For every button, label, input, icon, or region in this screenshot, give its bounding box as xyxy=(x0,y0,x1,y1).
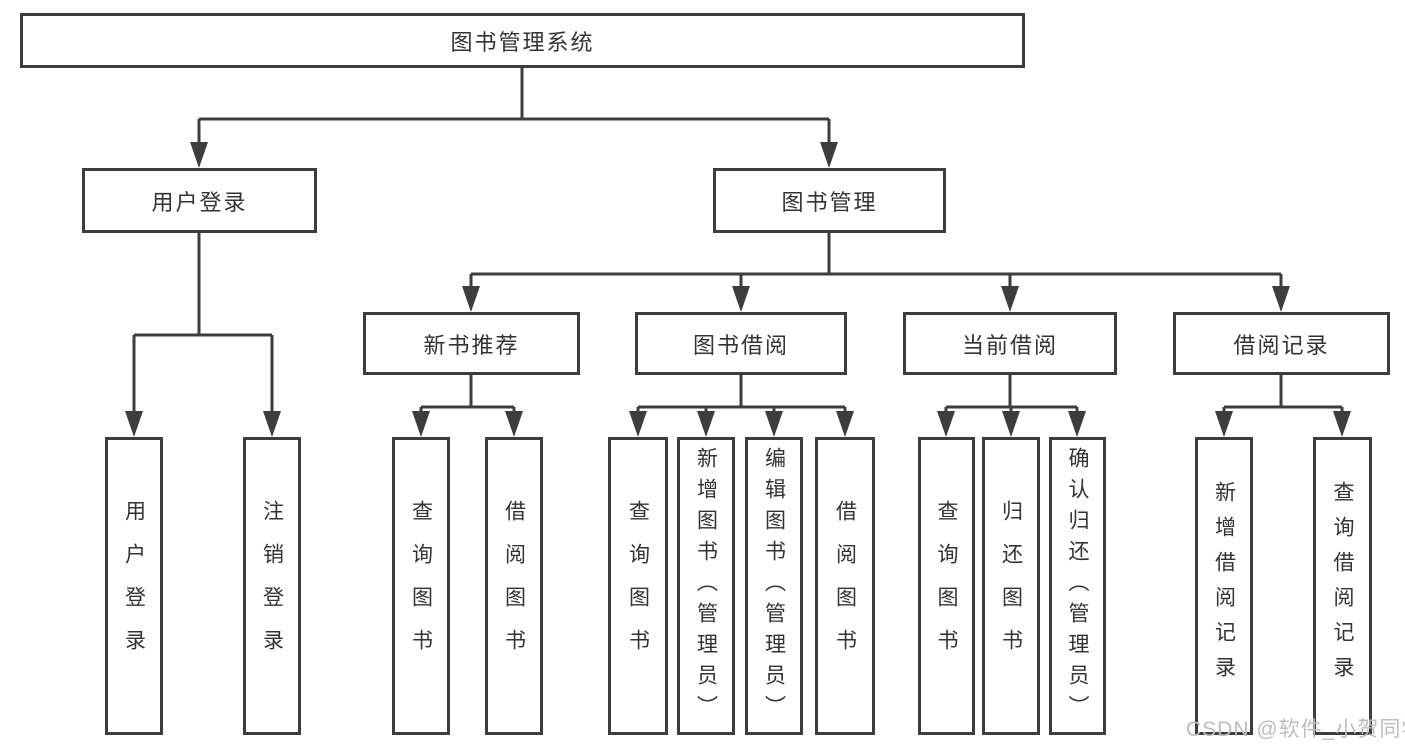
leaf-add-book-admin: 新增图书（管理员） xyxy=(677,437,735,735)
csdn-watermark: CSDN @软件_小贺同学 xyxy=(1186,718,1405,741)
leaf-logout: 注销登录 xyxy=(243,437,301,735)
leaf-query-book-recommend: 查询图书 xyxy=(392,437,450,735)
leaf-return-book: 归还图书 xyxy=(982,437,1040,735)
leaf-query-book-borrow: 查询图书 xyxy=(608,437,668,735)
leaf-edit-book-admin: 编辑图书（管理员） xyxy=(745,437,803,735)
node-current-borrow: 当前借阅 xyxy=(903,312,1117,375)
leaf-confirm-return-admin: 确认归还（管理员） xyxy=(1049,437,1106,735)
node-user-login: 用户登录 xyxy=(82,168,317,233)
node-book-management: 图书管理 xyxy=(713,168,946,233)
leaf-add-borrow-record: 新增借阅记录 xyxy=(1195,437,1253,735)
node-root-library-system: 图书管理系统 xyxy=(20,13,1025,68)
leaf-borrow-book: 借阅图书 xyxy=(815,437,875,735)
leaf-query-borrow-record: 查询借阅记录 xyxy=(1313,437,1372,735)
arrowheads xyxy=(125,142,1351,437)
node-new-book-recommend: 新书推荐 xyxy=(363,312,580,375)
node-book-borrow: 图书借阅 xyxy=(635,312,847,375)
leaf-user-login: 用户登录 xyxy=(105,437,163,735)
node-borrow-record: 借阅记录 xyxy=(1173,312,1390,375)
leaf-query-book-current: 查询图书 xyxy=(918,437,975,735)
leaf-borrow-book-recommend: 借阅图书 xyxy=(485,437,543,735)
